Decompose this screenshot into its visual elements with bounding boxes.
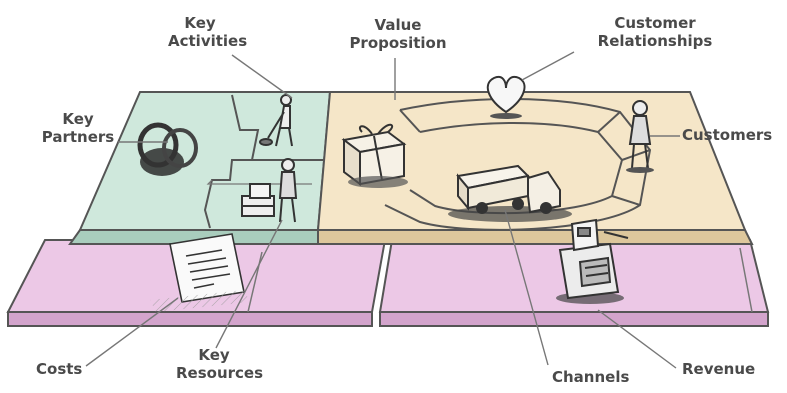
key-partners-line2: Partners	[41, 128, 115, 146]
revenue-text: Revenue	[682, 360, 756, 378]
value-proposition-line2: Proposition	[349, 34, 447, 52]
costs-label: Costs	[36, 360, 82, 378]
revenue-panel-side	[379, 311, 769, 327]
customer-relationships-line2: Relationships	[597, 32, 713, 50]
key-activities-line1: Key	[184, 14, 216, 32]
key-partners-line1: Key	[62, 110, 94, 128]
costs-panel-side	[7, 311, 373, 327]
customer-relationships-line1: Customer	[614, 14, 696, 32]
key-resources-label: Key Resources	[176, 346, 264, 382]
truck-icon	[448, 164, 572, 222]
key-activities-label: Key Activities	[168, 14, 248, 50]
heart-icon	[486, 76, 526, 119]
customer-relationships-label: Customer Relationships	[580, 14, 730, 50]
key-resources-line2: Resources	[176, 364, 264, 382]
top-slab-side-beige	[317, 229, 754, 245]
leader-lines	[85, 51, 680, 369]
key-activities-line2: Activities	[168, 32, 248, 50]
invoice-icon	[150, 233, 250, 312]
cost-revenue-slab	[6, 239, 770, 327]
cash-register-icon	[556, 218, 629, 304]
key-partners-label: Key Partners	[40, 110, 116, 146]
revenue-label: Revenue	[682, 360, 755, 378]
channels-text: Channels	[552, 368, 630, 386]
channel-loop	[384, 98, 652, 231]
key-resources-line1: Key	[198, 346, 230, 364]
customers-label: Customers	[682, 126, 772, 144]
value-proposition-label: Value Proposition	[338, 16, 458, 52]
customer-person-icon	[626, 100, 654, 173]
person-with-boxes-icon	[241, 158, 298, 223]
worker-icon	[259, 94, 293, 147]
customers-text: Customers	[682, 126, 773, 144]
channels-label: Channels	[552, 368, 629, 386]
value-proposition-line1: Value	[374, 16, 422, 34]
gift-icon	[341, 123, 408, 188]
costs-text: Costs	[36, 360, 83, 378]
rings-icon	[137, 122, 198, 176]
